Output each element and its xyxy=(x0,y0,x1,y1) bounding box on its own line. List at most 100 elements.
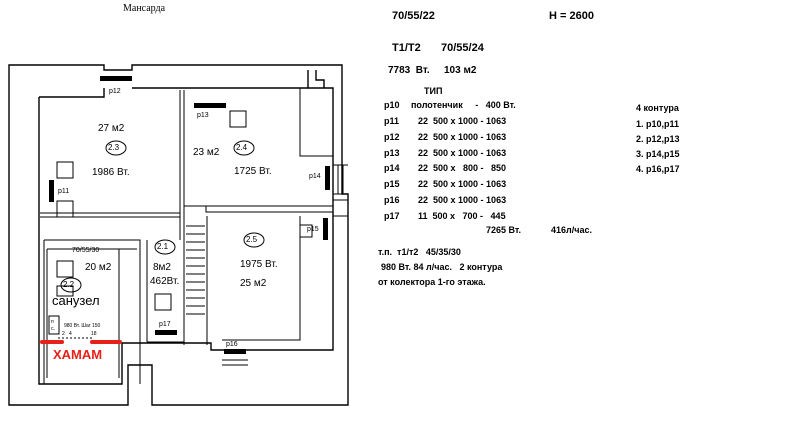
window-right xyxy=(333,164,348,195)
room-22-area: 20 м2 xyxy=(85,262,112,273)
label-p16: p16 xyxy=(226,341,238,348)
floor-heating-label: 980 Вт. Шаг 150 xyxy=(64,323,101,329)
fixture-25 xyxy=(299,224,313,238)
stair-outline xyxy=(186,225,205,315)
floor-heating-small-3: 18 xyxy=(91,331,97,337)
radiator-p16 xyxy=(224,349,246,354)
room-24-number: 2.4 xyxy=(236,143,248,152)
row-desc: 22 500 x 1000 - 1063 xyxy=(418,148,507,158)
row-id: p17 xyxy=(384,211,400,221)
spec-type-header: ТИП xyxy=(424,86,443,96)
row-desc: 22 500 x 1000 - 1063 xyxy=(418,195,507,205)
room-23-area: 27 м2 xyxy=(98,123,125,134)
contours-title: 4 контура xyxy=(636,103,679,113)
row-id: p12 xyxy=(384,132,400,142)
room-21-power: 462Вт. xyxy=(150,276,180,287)
contour-item: 1. p10,p11 xyxy=(636,119,680,129)
row-id: p16 xyxy=(384,195,400,205)
row-desc: 22 500 x 1000 - 1063 xyxy=(418,116,507,126)
room-24-badge xyxy=(233,140,255,156)
room-25-area: 25 м2 xyxy=(240,278,267,289)
row-id: p14 xyxy=(384,163,400,173)
row-id: p15 xyxy=(384,179,400,189)
radiator-p14 xyxy=(325,166,330,190)
row-id: p10 xyxy=(384,100,400,110)
label-p17: p17 xyxy=(159,321,171,328)
partition-24-right xyxy=(299,88,333,157)
inner-top-wall xyxy=(39,87,308,98)
contour-item: 3. p14,p15 xyxy=(636,149,680,159)
fixture-23a xyxy=(56,161,74,179)
floor-heating-small-2: 4 xyxy=(69,331,72,337)
room-22-name: санузел xyxy=(52,293,100,308)
label-p14: p14 xyxy=(309,173,321,180)
inner-wall xyxy=(38,70,334,385)
room-22-number: 2.2 xyxy=(63,280,75,289)
radiator-p11 xyxy=(49,180,54,202)
spec-total-power: 7783 Вт. xyxy=(388,65,430,76)
spec-header-temp: 70/55/22 xyxy=(392,10,435,22)
hamam-label: ХАМАМ xyxy=(53,347,103,362)
row-desc: 22 500 x 1000 - 1063 xyxy=(418,179,507,189)
room-22-badge xyxy=(60,277,82,293)
fixture-23b xyxy=(56,200,74,218)
row-id: p13 xyxy=(384,148,400,158)
room-21-wall xyxy=(146,240,184,343)
room-21-area: 8м2 xyxy=(153,262,171,273)
fixture-22a xyxy=(56,260,74,278)
spec-sum-power: 7265 Вт. xyxy=(486,225,522,235)
right-wall-upper xyxy=(315,70,325,88)
spec-circuit: T1/T2 xyxy=(392,42,421,54)
room-24-area: 23 м2 xyxy=(193,147,220,158)
label-p15: p15 xyxy=(307,226,319,233)
room-23-power: 1986 Вт. xyxy=(92,167,130,178)
row-desc: 11 500 x 700 - 445 xyxy=(418,211,506,221)
room-25-power: 1975 Вт. xyxy=(240,259,278,270)
radiator-p12 xyxy=(100,76,132,81)
floor-heat-line-3: от колектора 1-го этажа. xyxy=(378,277,486,287)
partition-23-24 xyxy=(179,90,185,240)
spec-sum-flow: 416л/час. xyxy=(551,225,592,235)
fixture-22b xyxy=(56,285,74,297)
partition-23-bottom xyxy=(40,212,180,218)
room-25-badge xyxy=(243,232,265,248)
contour-item: 2. p12,p13 xyxy=(636,134,680,144)
room-23-badge xyxy=(105,140,127,156)
floor-heat-line-1: т.п. т1/т2 45/35/30 xyxy=(378,247,461,257)
fixture-24 xyxy=(229,110,247,128)
window-right-2 xyxy=(333,199,348,217)
row-desc: полотенчик - 400 Вт. xyxy=(411,100,516,110)
room-22-temp: 70/55/30 xyxy=(72,247,100,254)
spec-circuit-temp: 70/55/24 xyxy=(441,42,484,54)
row-id: p11 xyxy=(384,116,400,126)
floor-heating-small-1: 2 xyxy=(62,331,65,337)
room-23-number: 2.3 xyxy=(108,143,120,152)
label-p11: p11 xyxy=(58,188,70,195)
room-22-wall xyxy=(43,239,141,384)
row-desc: 22 500 x 1000 - 1063 xyxy=(418,132,507,142)
fixture-21 xyxy=(154,293,172,311)
partition-24-bottom xyxy=(184,205,333,213)
floor-title: Мансарда xyxy=(123,3,166,14)
row-desc: 22 500 x 800 - 850 xyxy=(418,163,507,173)
radiator-p17 xyxy=(155,330,177,335)
floor-heating-mark-1: п xyxy=(51,319,54,325)
window-bottom xyxy=(222,359,248,366)
label-p13: p13 xyxy=(197,112,209,119)
partition-25 xyxy=(183,216,301,345)
radiator-p15 xyxy=(323,218,328,240)
room-22-inner xyxy=(46,249,120,378)
label-p12: p12 xyxy=(109,88,121,95)
spec-total-area: 103 м2 xyxy=(444,65,477,76)
floor-heat-line-2: 980 Вт. 84 л/час. 2 контура xyxy=(381,262,503,272)
contour-item: 4. p16,p17 xyxy=(636,164,680,174)
fixture-22c xyxy=(48,315,60,335)
radiator-p13 xyxy=(194,103,226,108)
room-21-number: 2.1 xyxy=(157,242,169,251)
floor-heating-mark-2: с. xyxy=(51,326,55,332)
room-24-power: 1725 Вт. xyxy=(234,166,272,177)
room-25-number: 2.5 xyxy=(246,235,258,244)
room-21-badge xyxy=(154,239,176,255)
spec-header-height: H = 2600 xyxy=(549,10,594,22)
